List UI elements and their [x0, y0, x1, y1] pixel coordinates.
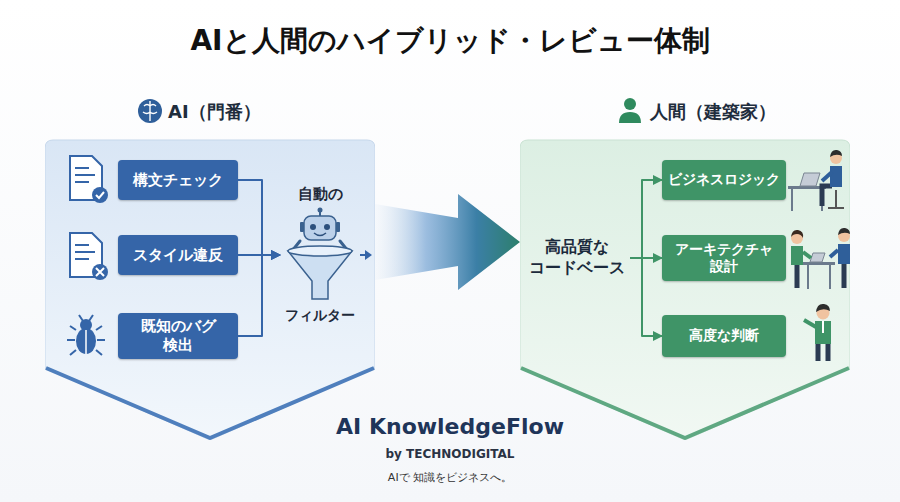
- robot-part: [318, 208, 323, 213]
- document-cross-icon-part: [70, 233, 102, 277]
- flow-arrow: [375, 194, 520, 290]
- desk-worker-figure-part: [792, 189, 822, 211]
- connector-line: [238, 254, 280, 256]
- desk-worker-figure-part: [828, 190, 844, 208]
- box-label: 高度な判断: [689, 327, 759, 345]
- meeting-figure-part: [803, 252, 811, 258]
- panel-heading: AI（門番）: [168, 100, 261, 124]
- small-arrow-part: [360, 254, 366, 256]
- presenter-figure-part: [816, 304, 830, 312]
- presenter-figure: [804, 304, 831, 361]
- meeting-figure: [791, 228, 850, 289]
- robot-funnel: [280, 207, 360, 303]
- presenter-figure-part: [818, 343, 828, 361]
- connector-line: [630, 258, 662, 336]
- text-label: 高品質な コードベース: [525, 237, 629, 279]
- ai-panel: AI（門番） 構文チェックスタイル違反既知のバグ 検出 自動のフィルター: [45, 95, 375, 440]
- document-check-icon-part: [70, 156, 102, 200]
- meeting-figure-part: [830, 250, 838, 257]
- meeting-figure-part: [838, 244, 850, 264]
- document-check-icon-part: [75, 168, 95, 182]
- human-panel: 人間（建築家） 高品質な コードベース ビジネスロジックアーキテクチャ 設計高度な判…: [520, 95, 850, 440]
- connector-line: [630, 180, 662, 258]
- document-cross-icon-part: [92, 264, 108, 280]
- small-arrow: [360, 250, 372, 260]
- desk-worker-figure-part: [788, 186, 826, 189]
- panel-shape: [520, 140, 850, 440]
- meeting-figure-part: [838, 228, 850, 235]
- check-box: 構文チェック: [118, 160, 238, 200]
- brain-icon-part: [143, 101, 157, 121]
- person-icon-part: [624, 98, 636, 110]
- robot-part: [324, 224, 330, 230]
- codebase-label: 高品質な コードベース: [524, 230, 630, 286]
- robot-part: [304, 216, 336, 240]
- meeting-figure-part: [810, 253, 825, 262]
- check-box: スタイル違反: [118, 235, 238, 275]
- panel-heading: 人間（建築家）: [650, 100, 776, 124]
- bug-icon-part: [76, 328, 96, 354]
- connector-line: [238, 180, 280, 255]
- bug-icon: [67, 315, 105, 355]
- meeting-figure-part: [808, 265, 830, 289]
- desk-worker-figure-part: [830, 150, 842, 157]
- meeting-figure-part: [791, 232, 803, 244]
- review-box: 高度な判断: [662, 315, 786, 357]
- brain-icon-part: [138, 99, 162, 123]
- presenter-figure-part: [822, 321, 824, 333]
- desk-worker-figure-part: [830, 152, 842, 164]
- desk-worker-figure-part: [822, 186, 832, 206]
- footer-text: AI KnowledgeFlow: [250, 414, 650, 439]
- document-cross-icon-part: [96, 268, 104, 276]
- meeting-figure-part: [838, 230, 850, 242]
- check-box: 既知のバグ 検出: [118, 313, 238, 359]
- brain-icon: [138, 99, 162, 123]
- document-check-icon: [70, 156, 108, 203]
- small-arrow-part: [365, 250, 372, 260]
- robot-part: [288, 251, 352, 299]
- box-label: 既知のバグ 検出: [138, 317, 218, 355]
- box-label: 構文チェック: [133, 171, 223, 190]
- desk-worker-figure-part: [800, 173, 820, 186]
- meeting-figure-part: [791, 246, 803, 265]
- person-icon: [619, 98, 641, 123]
- connector-line: [630, 257, 662, 259]
- document-check-icon-part: [96, 192, 104, 198]
- meeting-figure-part: [791, 230, 803, 238]
- document-cross-icon-part: [75, 245, 95, 259]
- panel-rim: [521, 368, 849, 438]
- robot-part: [288, 246, 352, 256]
- filter-label: 自動の: [280, 185, 360, 204]
- filter-robot: 自動のフィルター: [280, 185, 360, 325]
- presenter-figure-part: [815, 321, 831, 344]
- review-box: ビジネスロジック: [662, 160, 786, 200]
- box-label: ビジネスロジック: [668, 171, 780, 189]
- document-cross-icon: [70, 233, 108, 280]
- robot-part: [310, 224, 316, 230]
- box-label: アーキテクチャ 設計: [672, 241, 776, 276]
- connector-line: [238, 255, 280, 336]
- bug-icon-part: [80, 319, 92, 331]
- robot-part: [314, 233, 326, 236]
- bug-icon-part: [67, 315, 105, 355]
- footer-text: AIで 知識をビジネスへ。: [250, 470, 650, 485]
- panel-shape: [45, 140, 375, 440]
- desk-worker-figure: [788, 150, 844, 211]
- meeting-figure-part: [797, 264, 844, 288]
- diagram-title: AIと人間のハイブリッド・レビュー体制: [0, 22, 900, 60]
- panel-rim: [46, 368, 374, 438]
- document-check-icon-part: [92, 187, 108, 203]
- presenter-figure-part: [804, 320, 816, 327]
- desk-worker-figure-part: [822, 172, 832, 181]
- box-label: スタイル違反: [133, 246, 223, 265]
- presenter-figure-part: [817, 307, 830, 320]
- meeting-figure-part: [803, 262, 835, 265]
- filter-label: フィルター: [280, 307, 360, 325]
- bug-icon-part: [85, 330, 87, 354]
- review-box: アーキテクチャ 設計: [662, 235, 786, 281]
- desk-worker-figure-part: [830, 166, 842, 187]
- footer-text: by TECHNODIGITAL: [250, 447, 650, 461]
- person-icon-part: [619, 112, 641, 123]
